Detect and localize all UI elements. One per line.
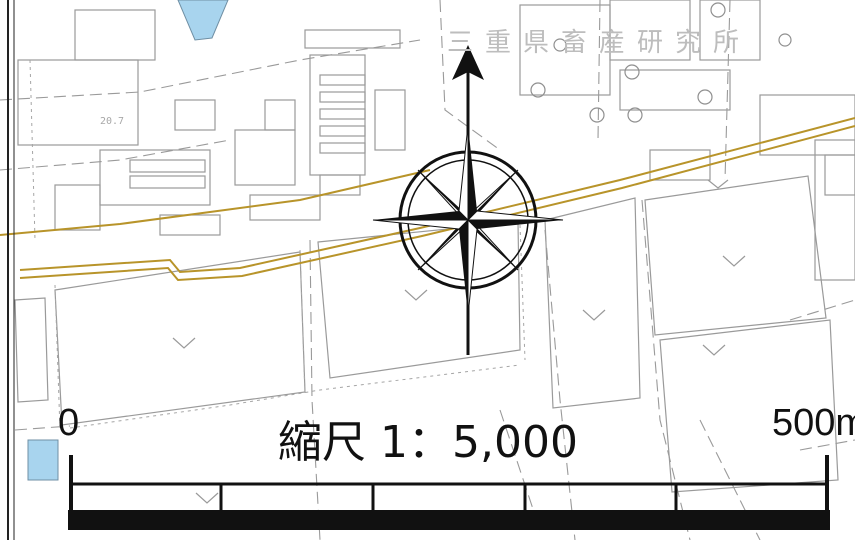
scale-bar — [68, 455, 830, 530]
scale-end-label: 500m — [772, 402, 855, 444]
scale-title: 縮尺 1：5,000 — [278, 417, 578, 468]
facility-label: 三重県畜産研究所 — [447, 28, 752, 58]
elevation-label: 20.7 — [100, 116, 125, 127]
scale-start-label: 0 — [58, 402, 80, 444]
